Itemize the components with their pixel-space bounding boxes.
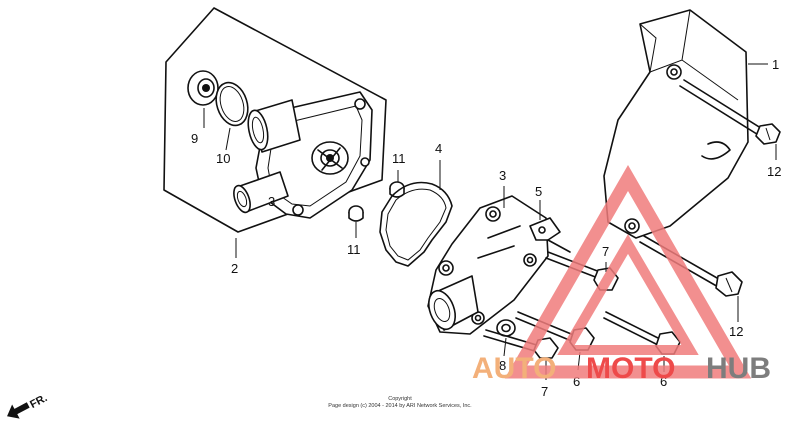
callout-3-cover: 3 — [499, 168, 506, 183]
o-ring-part — [215, 81, 249, 127]
watermark-logo — [504, 164, 752, 379]
callout-11-lower: 11 — [347, 242, 361, 257]
dowel-pin-part-a — [389, 181, 405, 198]
dowel-pin-part-b — [348, 205, 364, 222]
hose-clamp-part — [529, 217, 571, 253]
callout-7-lower: 7 — [541, 384, 548, 399]
callout-8: 8 — [499, 358, 506, 373]
outer-cover-part — [603, 9, 749, 239]
callout-11-upper: 11 — [392, 151, 406, 166]
callout-5: 5 — [535, 184, 542, 199]
gasket-inner-edge — [385, 188, 447, 261]
watermark-text-auto: AUTO — [472, 352, 557, 385]
callout-4: 4 — [435, 141, 442, 156]
callout-3-pump: 3 — [268, 194, 275, 209]
oil-seal-part — [187, 70, 219, 106]
watermark-text-hub: HUB — [706, 352, 771, 385]
callout-9: 9 — [191, 131, 198, 146]
front-indicator-label: FR. — [28, 392, 49, 411]
callout-6-right: 6 — [660, 374, 667, 389]
watermark-triangle-outer — [504, 164, 752, 379]
copyright-title: Copyright — [388, 396, 412, 402]
watermark-triangle-inner — [557, 234, 699, 355]
gasket-part — [379, 181, 453, 267]
callout-6-left: 6 — [573, 374, 580, 389]
callout-12-lower: 12 — [729, 324, 743, 339]
callout-1: 1 — [772, 57, 779, 72]
water-pump-body-part — [233, 91, 373, 219]
front-arrow-icon — [7, 402, 30, 419]
pump-cover-part — [427, 195, 549, 335]
callout-12-upper: 12 — [767, 164, 781, 179]
front-indicator: FR. — [7, 392, 49, 419]
watermark-text-moto: MOTO — [586, 352, 676, 385]
callout-2: 2 — [231, 261, 238, 276]
assembly-box — [163, 7, 387, 233]
bolt-12-upper — [679, 79, 781, 145]
callout-10: 10 — [216, 151, 230, 166]
copyright-text: Page design (c) 2004 - 2014 by ARI Netwo… — [328, 403, 472, 409]
callout-7-upper: 7 — [602, 244, 609, 259]
